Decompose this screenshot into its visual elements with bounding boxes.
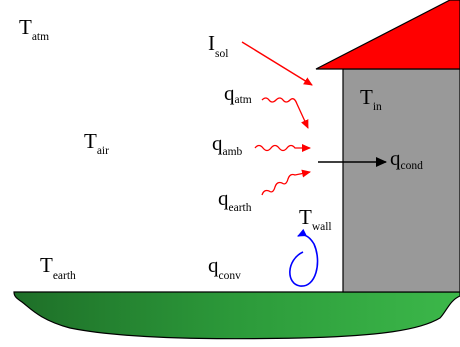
ground [13, 291, 460, 340]
t-earth-label: Tearth [40, 253, 76, 282]
atmospheric-radiation-arrow [261, 97, 309, 129]
q-atm-label: qatm [224, 81, 252, 106]
earth-radiation-arrow [261, 169, 311, 196]
q-cond-label: qcond [390, 146, 423, 172]
t-air-label: Tair [84, 129, 109, 157]
q-conv-label: qconv [208, 253, 241, 282]
house-roof [315, 0, 460, 70]
i-sol-label: Isol [208, 31, 228, 60]
ambient-radiation-arrow [254, 144, 311, 152]
convection-swirl-arrow [289, 228, 319, 287]
q-earth-label: qearth [218, 186, 252, 214]
q-amb-label: qamb [212, 131, 243, 158]
t-wall-label: Twall [299, 205, 332, 233]
t-in-label: Tin [360, 85, 382, 113]
solar-radiation-arrow [241, 41, 313, 86]
t-atm-label: Tatm [19, 15, 49, 43]
house-wall [342, 68, 460, 293]
